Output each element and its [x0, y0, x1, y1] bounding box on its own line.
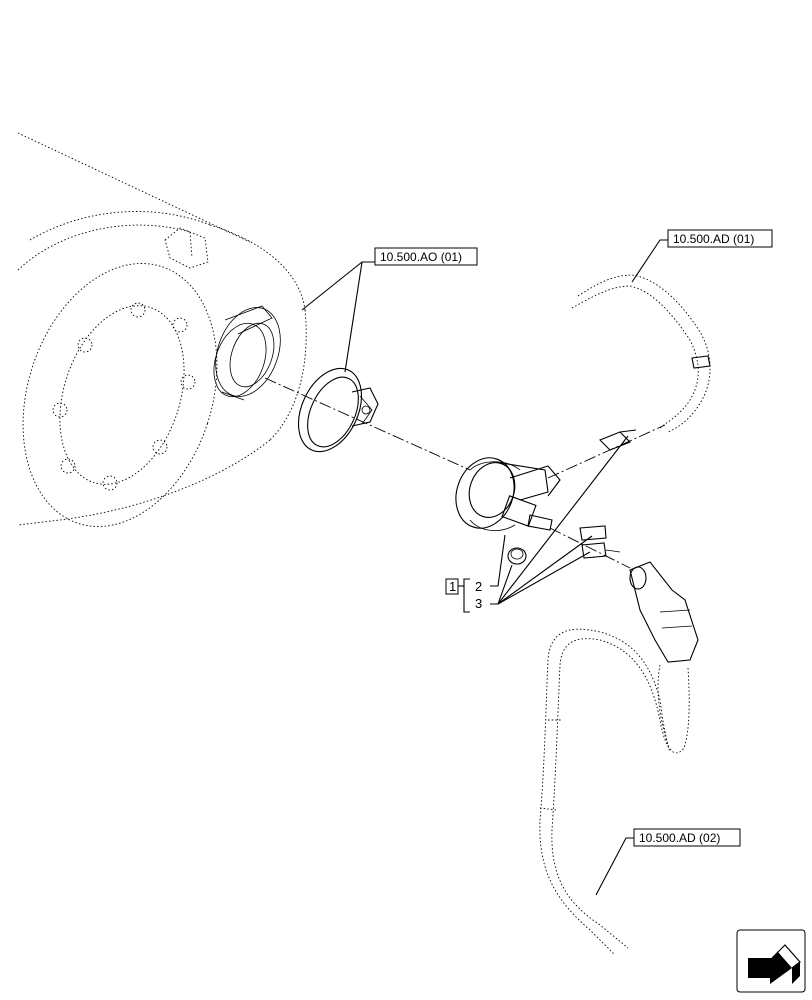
callout-3: 3 [475, 596, 482, 611]
lower-harness [539, 561, 699, 956]
grommet [507, 547, 527, 565]
band-clamp [297, 367, 379, 453]
item-callout-group: 1 2 3 [445, 578, 482, 613]
callout-2: 2 [475, 579, 482, 594]
reference-ad02-label: 10.500.AD (02) [639, 831, 720, 845]
upper-harness [571, 274, 711, 433]
bolt-holes [52, 302, 196, 491]
sensor-assembly [455, 457, 561, 531]
reference-ad02[interactable]: 10.500.AD (02) [633, 828, 741, 847]
next-page-arrow-icon[interactable] [736, 929, 806, 993]
reference-ao01[interactable]: 10.500.AO (01) [374, 247, 478, 266]
reference-ad01[interactable]: 10.500.AD (01) [667, 229, 773, 248]
assembly-axis [264, 377, 666, 569]
reference-ad01-label: 10.500.AD (01) [673, 232, 754, 246]
reference-ao01-label: 10.500.AO (01) [380, 250, 462, 264]
callout-1: 1 [449, 579, 456, 594]
muffler-body [17, 132, 307, 527]
leader-lines [301, 239, 668, 896]
